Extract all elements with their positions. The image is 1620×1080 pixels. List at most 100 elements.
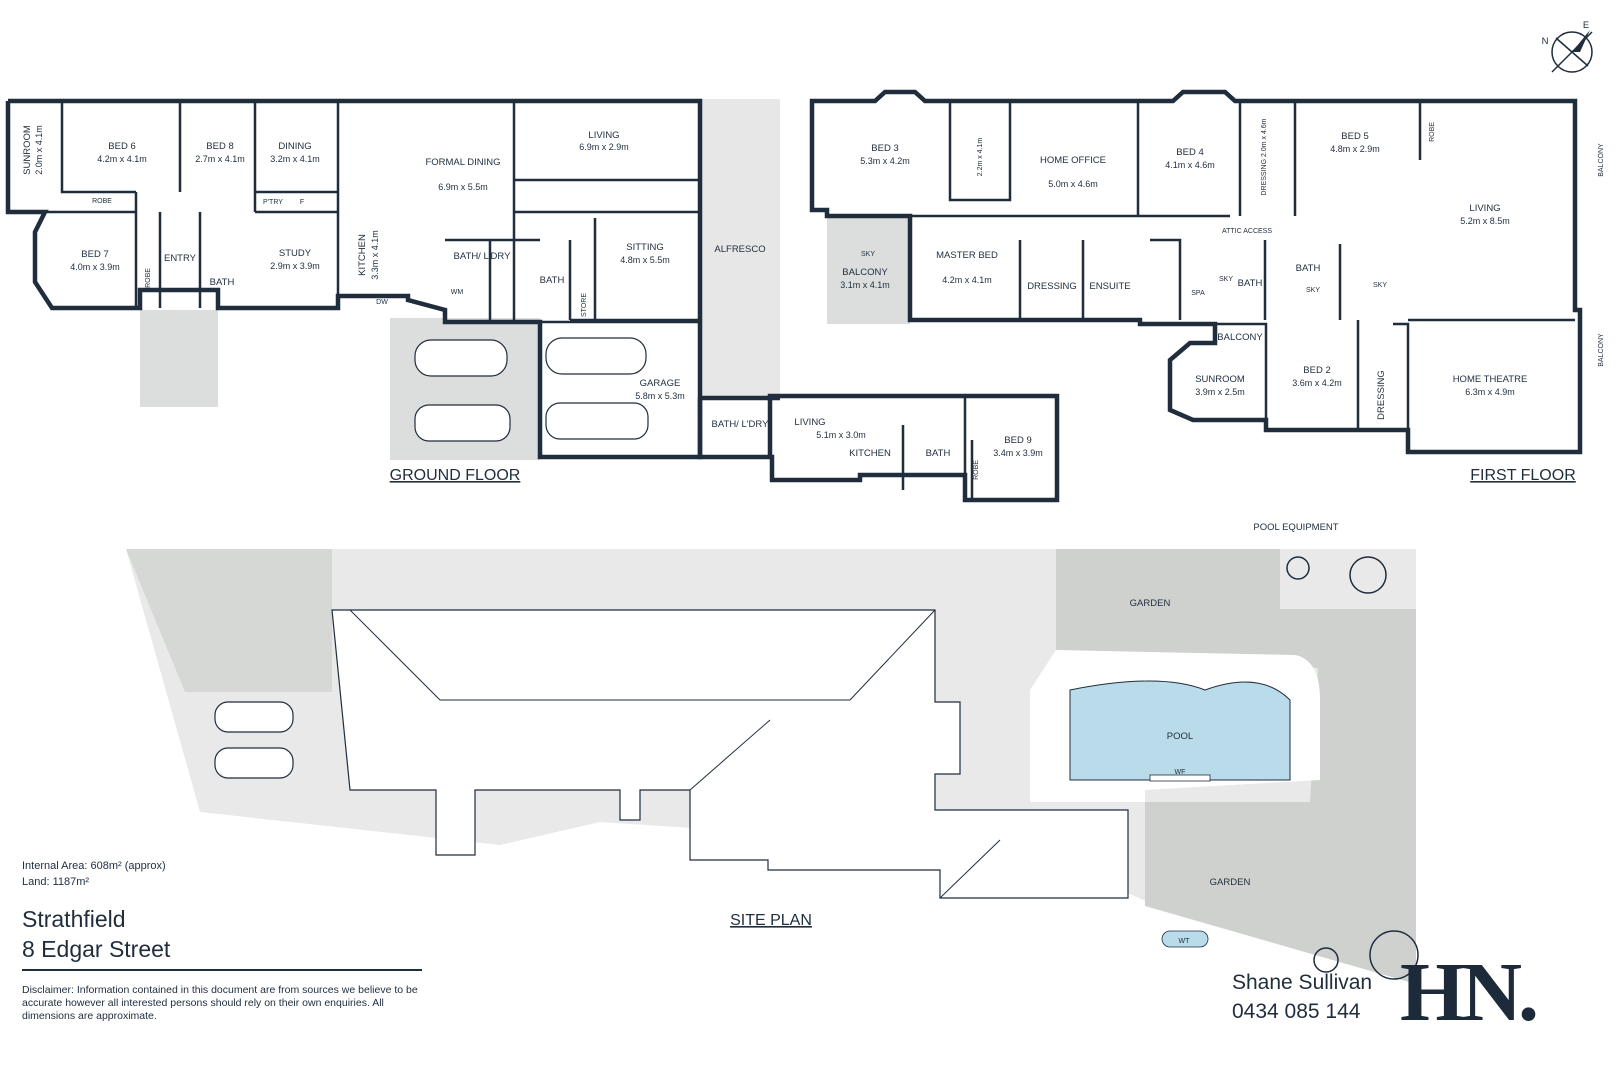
suburb-title: Strathfield	[22, 906, 126, 932]
room-home-theatre-dims: 6.3m x 4.9m	[1465, 387, 1515, 397]
label-pool-equipment: POOL EQUIPMENT	[1253, 522, 1338, 533]
internal-area-text: Internal Area: 608m² (approx)	[22, 860, 166, 872]
land-area-text: Land: 1187m²	[22, 876, 90, 888]
label-robe-bed6: ROBE	[92, 198, 112, 205]
room-bed3-dims: 5.3m x 4.2m	[860, 156, 910, 166]
car-icon	[214, 701, 294, 779]
room-study-label: STUDY	[279, 248, 312, 259]
label-dressing-bed4: DRESSING 2.0m x 4.6m	[1261, 118, 1268, 195]
balcony-area	[827, 216, 910, 324]
granny-robe-label: ROBE	[973, 460, 980, 480]
label-sky-balcony: SKY	[861, 251, 875, 258]
room-bed3-label: BED 3	[871, 143, 898, 154]
site-plan: POOL EQUIPMENT GARDEN POOL WF GARDEN WT …	[126, 522, 1419, 984]
label-attic-access: ATTIC ACCESS	[1222, 228, 1272, 235]
first-floor-title: FIRST FLOOR	[1470, 467, 1576, 484]
room-bed8-dims: 2.7m x 4.1m	[195, 154, 245, 164]
tree-icon	[1286, 556, 1419, 980]
room-bed6-label: BED 6	[108, 141, 135, 152]
label-sky-1: SKY	[1219, 276, 1233, 283]
room-bed5-label: BED 5	[1341, 131, 1368, 142]
granny-bed9-dims: 3.4m x 3.9m	[993, 448, 1043, 458]
water-tank-shape	[1161, 930, 1209, 948]
label-wt: WT	[1179, 938, 1191, 945]
room-master-bed-label: MASTER BED	[936, 250, 998, 261]
label-robe-bed7: ROBE	[145, 268, 152, 288]
label-store: STORE	[581, 293, 588, 317]
divider-rule	[22, 969, 422, 971]
agent-name: Shane Sullivan	[1232, 971, 1373, 994]
room-bed4-label: BED 4	[1176, 147, 1203, 158]
label-pantry: P'TRY	[263, 199, 283, 206]
room-bed5-dims: 4.8m x 2.9m	[1330, 144, 1380, 154]
area-info: Internal Area: 608m² (approx) Land: 1187…	[22, 858, 166, 890]
room-alfresco-label: ALFRESCO	[714, 244, 765, 255]
label-bath-sitting: BATH	[540, 275, 565, 286]
room-living-gf-label: LIVING	[588, 130, 619, 141]
room-garage-label: GARAGE	[640, 378, 681, 389]
granny-flat-plan: LIVING 5.1m x 3.0m BED 9 3.4m x 3.9m KIT…	[697, 393, 1060, 503]
house-roof-outline	[331, 609, 1129, 899]
granny-living-label: LIVING	[794, 417, 825, 428]
room-kitchen-label: KITCHEN	[357, 234, 368, 276]
room-sunroom-ff-label: SUNROOM	[1195, 374, 1245, 385]
room-home-office-label: HOME OFFICE	[1040, 155, 1106, 166]
room-master-bed-dims: 4.2m x 4.1m	[942, 275, 992, 285]
first-floor-plan: BED 3 5.3m x 4.2m HOME OFFICE 5.0m x 4.6…	[809, 89, 1605, 484]
room-sitting-dims: 4.8m x 5.5m	[620, 255, 670, 265]
room-garage-dims: 5.8m x 5.3m	[635, 391, 685, 401]
label-bath-ff-1: BATH	[1238, 278, 1263, 289]
label-pool: POOL	[1167, 731, 1193, 742]
label-wf: WF	[1175, 769, 1186, 776]
label-sky-3: SKY	[1373, 282, 1387, 289]
room-bed4-dims: 4.1m x 4.6m	[1165, 160, 1215, 170]
label-bath-laundry-2: BATH/ L'DRY	[712, 419, 770, 430]
room-sunroom-ff-dims: 3.9m x 2.5m	[1195, 387, 1245, 397]
label-robe-bed5: ROBE	[1429, 122, 1436, 142]
granny-living-dims: 5.1m x 3.0m	[816, 430, 866, 440]
label-bath-ff-2: BATH	[1296, 263, 1321, 274]
label-dw: DW	[376, 299, 388, 306]
compass-north-label: N	[1542, 36, 1549, 47]
car-icon	[414, 337, 649, 442]
room-living-gf-dims: 6.9m x 2.9m	[579, 142, 629, 152]
ground-floor-title: GROUND FLOOR	[390, 467, 521, 484]
room-home-theatre-label: HOME THEATRE	[1453, 374, 1528, 385]
room-balcony-label: BALCONY	[842, 267, 888, 278]
pool-shape	[1069, 680, 1291, 781]
room-bed6-dims: 4.2m x 4.1m	[97, 154, 147, 164]
room-sitting-label: SITTING	[626, 242, 663, 253]
compass-icon: N E	[1542, 20, 1593, 73]
room-formal-dining-dims: 6.9m x 5.5m	[438, 182, 488, 192]
label-dressing-bed2: DRESSING	[1376, 370, 1387, 420]
room-living-ff-label: LIVING	[1469, 203, 1500, 214]
site-plan-title: SITE PLAN	[730, 912, 812, 929]
agent-contact: Shane Sullivan 0434 085 144	[1232, 968, 1372, 1026]
label-bath-laundry: BATH/ L'DRY	[454, 251, 512, 262]
label-entry: ENTRY	[164, 253, 197, 264]
brand-logo: HN.	[1400, 946, 1539, 1039]
room-dining-label: DINING	[278, 141, 311, 152]
label-fridge: F	[300, 199, 304, 206]
disclaimer-text: Disclaimer: Information contained in thi…	[22, 984, 418, 1022]
granny-bath-label: BATH	[926, 448, 951, 459]
ground-floor-plan: SUNROOM 2.0m x 4.1m BED 6 4.2m x 4.1m BE…	[5, 98, 780, 484]
room-bed2-label: BED 2	[1303, 365, 1330, 376]
room-sunroom-gf-label: SUNROOM	[22, 125, 33, 175]
room-bed8-label: BED 8	[206, 141, 233, 152]
compass-east-label: E	[1583, 20, 1589, 31]
label-wm: WM	[451, 289, 464, 296]
label-garden-top: GARDEN	[1130, 598, 1171, 609]
front-porch-area	[140, 310, 218, 407]
label-spa: SPA	[1191, 290, 1205, 297]
room-bed2-dims: 3.6m x 4.2m	[1292, 378, 1342, 388]
room-dining-dims: 3.2m x 4.1m	[270, 154, 320, 164]
label-sky-2: SKY	[1306, 287, 1320, 294]
alfresco-area	[700, 99, 780, 399]
room-sunroom-gf-dims: 2.0m x 4.1m	[34, 125, 44, 175]
room-formal-dining-label: FORMAL DINING	[425, 157, 500, 168]
label-bath-entry: BATH	[210, 277, 235, 288]
room-study-dims: 2.9m x 3.9m	[270, 261, 320, 271]
